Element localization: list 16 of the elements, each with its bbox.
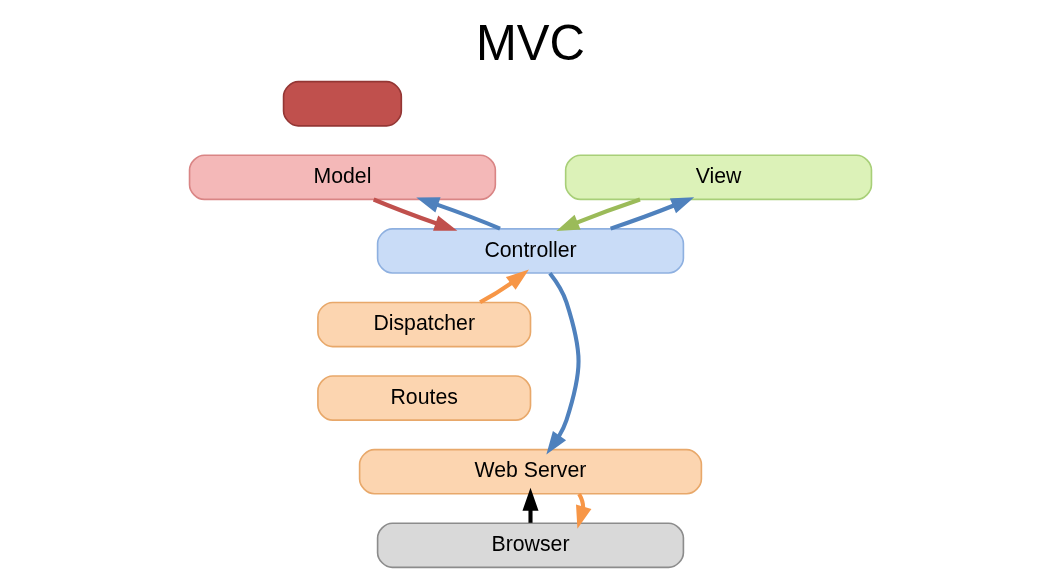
arrow [545, 272, 581, 455]
node-box: Model [188, 154, 496, 201]
node-box [282, 80, 402, 127]
arrow [372, 197, 457, 231]
node-box: Controller [376, 228, 684, 274]
arrow [555, 197, 641, 231]
diagram-title: MVC [475, 16, 585, 71]
arrow [415, 197, 501, 231]
node-box: Routes [316, 375, 531, 421]
node-box: Web Server [358, 448, 702, 495]
arrow [609, 197, 694, 231]
node-box: Dispatcher [316, 301, 531, 348]
node-box: View [564, 154, 872, 201]
node-box: Browser [376, 522, 684, 569]
arrow [478, 269, 529, 305]
arrow [521, 487, 539, 523]
